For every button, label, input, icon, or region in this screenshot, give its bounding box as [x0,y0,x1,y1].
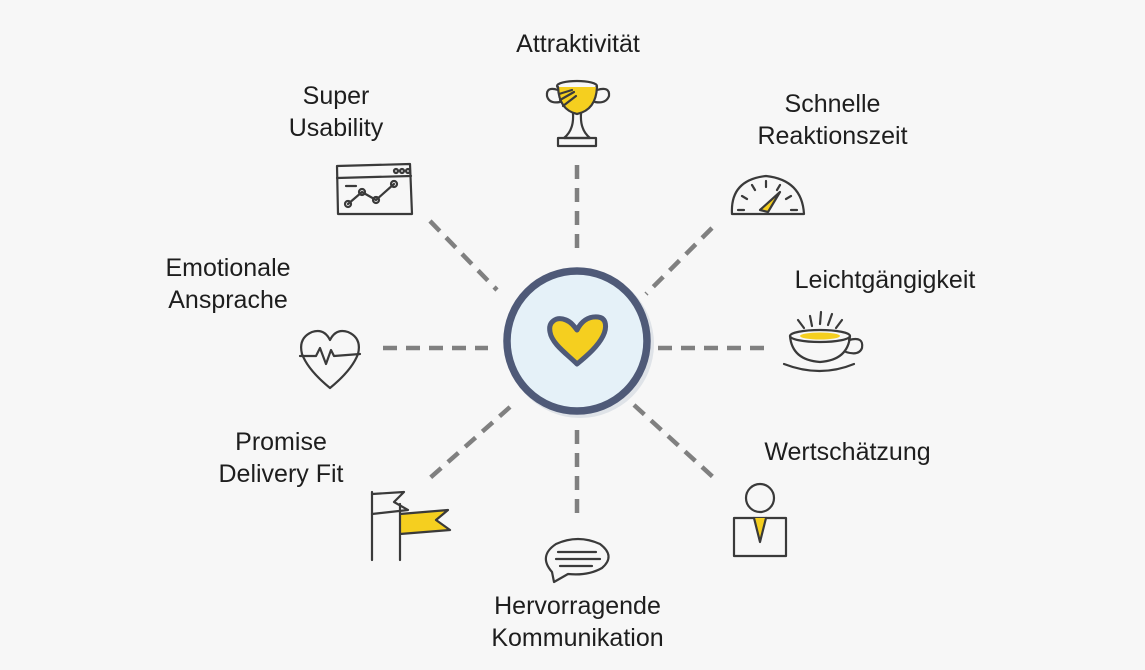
connector-bottom-left [428,405,512,480]
browser-chart-icon [335,162,414,216]
person-icon [732,482,788,558]
label-line: Usability [288,114,384,142]
speech-bubble-icon [544,537,610,584]
label-line: Leichtgängigkeit [794,266,976,294]
label-line: Wertschätzung [764,438,931,466]
label-line: Attraktivität [516,30,640,58]
label-emotionale-ansprache: Emotionale Ansprache [138,252,318,316]
trophy-icon [545,79,611,148]
label-line: Delivery Fit [218,460,344,488]
label-attraktivitaet: Attraktivität [478,28,678,60]
heart-icon [547,314,609,367]
coffee-cup-icon [782,310,864,373]
label-promise-delivery-fit: Promise Delivery Fit [186,426,376,490]
label-line: Super [302,82,370,110]
center-node [503,267,654,418]
connector-bottom-right [632,403,715,479]
speedometer-icon [730,174,806,216]
label-line: Emotionale [165,254,291,282]
label-super-usability: Super Usability [246,80,426,144]
label-line: Schnelle [784,90,881,118]
heartbeat-icon [298,329,362,390]
label-schnelle-reaktionszeit: Schnelle Reaktionszeit [720,88,945,152]
label-line: Promise [235,428,327,456]
flag-icon [370,490,452,562]
connectors [383,165,766,522]
label-wertschaetzung: Wertschätzung [735,436,960,468]
label-line: Ansprache [168,286,288,314]
label-line: Kommunikation [491,624,664,652]
connector-top-right [644,226,714,296]
label-leichtgaengigkeit: Leichtgängigkeit [760,264,1010,296]
connector-top-left [428,219,499,292]
label-hervorragende-kommunikation: Hervorragende Kommunikation [465,590,690,654]
label-line: Hervorragende [494,592,661,620]
label-line: Reaktionszeit [757,122,908,150]
